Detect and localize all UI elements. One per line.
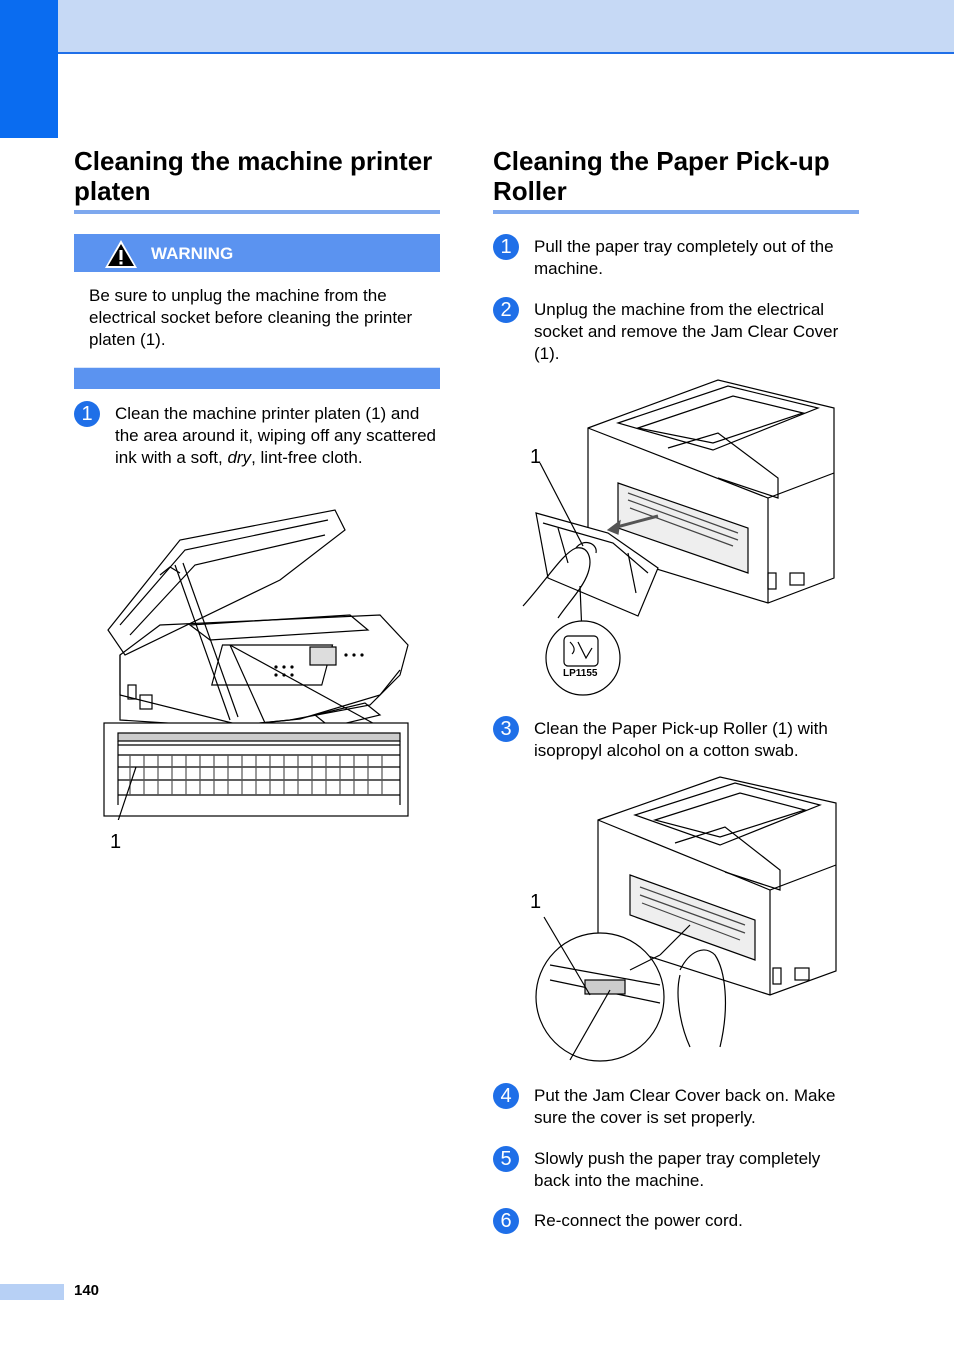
figure-callout-1: 1 xyxy=(110,831,122,853)
warning-text: Be sure to unplug the machine from the e… xyxy=(89,286,413,349)
badge-text: LP1155 xyxy=(563,668,598,679)
title-rule xyxy=(493,210,859,214)
warning-label: WARNING xyxy=(151,244,234,263)
warning-icon xyxy=(105,240,137,268)
step-text: Pull the paper tray completely out of th… xyxy=(534,237,834,278)
step-number: 2 xyxy=(493,297,519,323)
figure-callout-2: 1 xyxy=(530,446,542,468)
step-number: 3 xyxy=(493,716,519,742)
step-number: 6 xyxy=(493,1208,519,1234)
section-title-platen: Cleaning the machine printer platen xyxy=(74,146,433,206)
header-bar xyxy=(58,0,954,54)
page-number: 140 xyxy=(74,1282,100,1299)
step-text: Clean the Paper Pick-up Roller (1) with … xyxy=(534,719,828,760)
figure-callout-3: 1 xyxy=(530,891,542,913)
step-text: Slowly push the paper tray completely ba… xyxy=(534,1149,821,1190)
jam-clear-cover-illustration xyxy=(522,379,835,696)
step-number: 5 xyxy=(493,1146,519,1172)
step-text: Put the Jam Clear Cover back on. Make su… xyxy=(534,1086,836,1127)
footer-bar xyxy=(0,1284,64,1300)
title-rule xyxy=(74,210,440,214)
warning-box: WARNING xyxy=(74,234,440,272)
chapter-tab xyxy=(0,0,58,138)
step-text: Re-connect the power cord. xyxy=(534,1211,743,1230)
step-number: 1 xyxy=(74,401,100,427)
step-number: 1 xyxy=(493,234,519,260)
warning-end-bar xyxy=(74,367,440,389)
step-text: Unplug the machine from the electrical s… xyxy=(534,300,839,363)
section-title-roller: Cleaning the Paper Pick-up Roller xyxy=(493,146,830,206)
roller-cleaning-illustration xyxy=(535,776,837,1062)
step-text: Clean the machine printer platen (1) and… xyxy=(115,404,436,467)
step-number: 4 xyxy=(493,1083,519,1109)
printer-platen-illustration xyxy=(103,509,409,820)
